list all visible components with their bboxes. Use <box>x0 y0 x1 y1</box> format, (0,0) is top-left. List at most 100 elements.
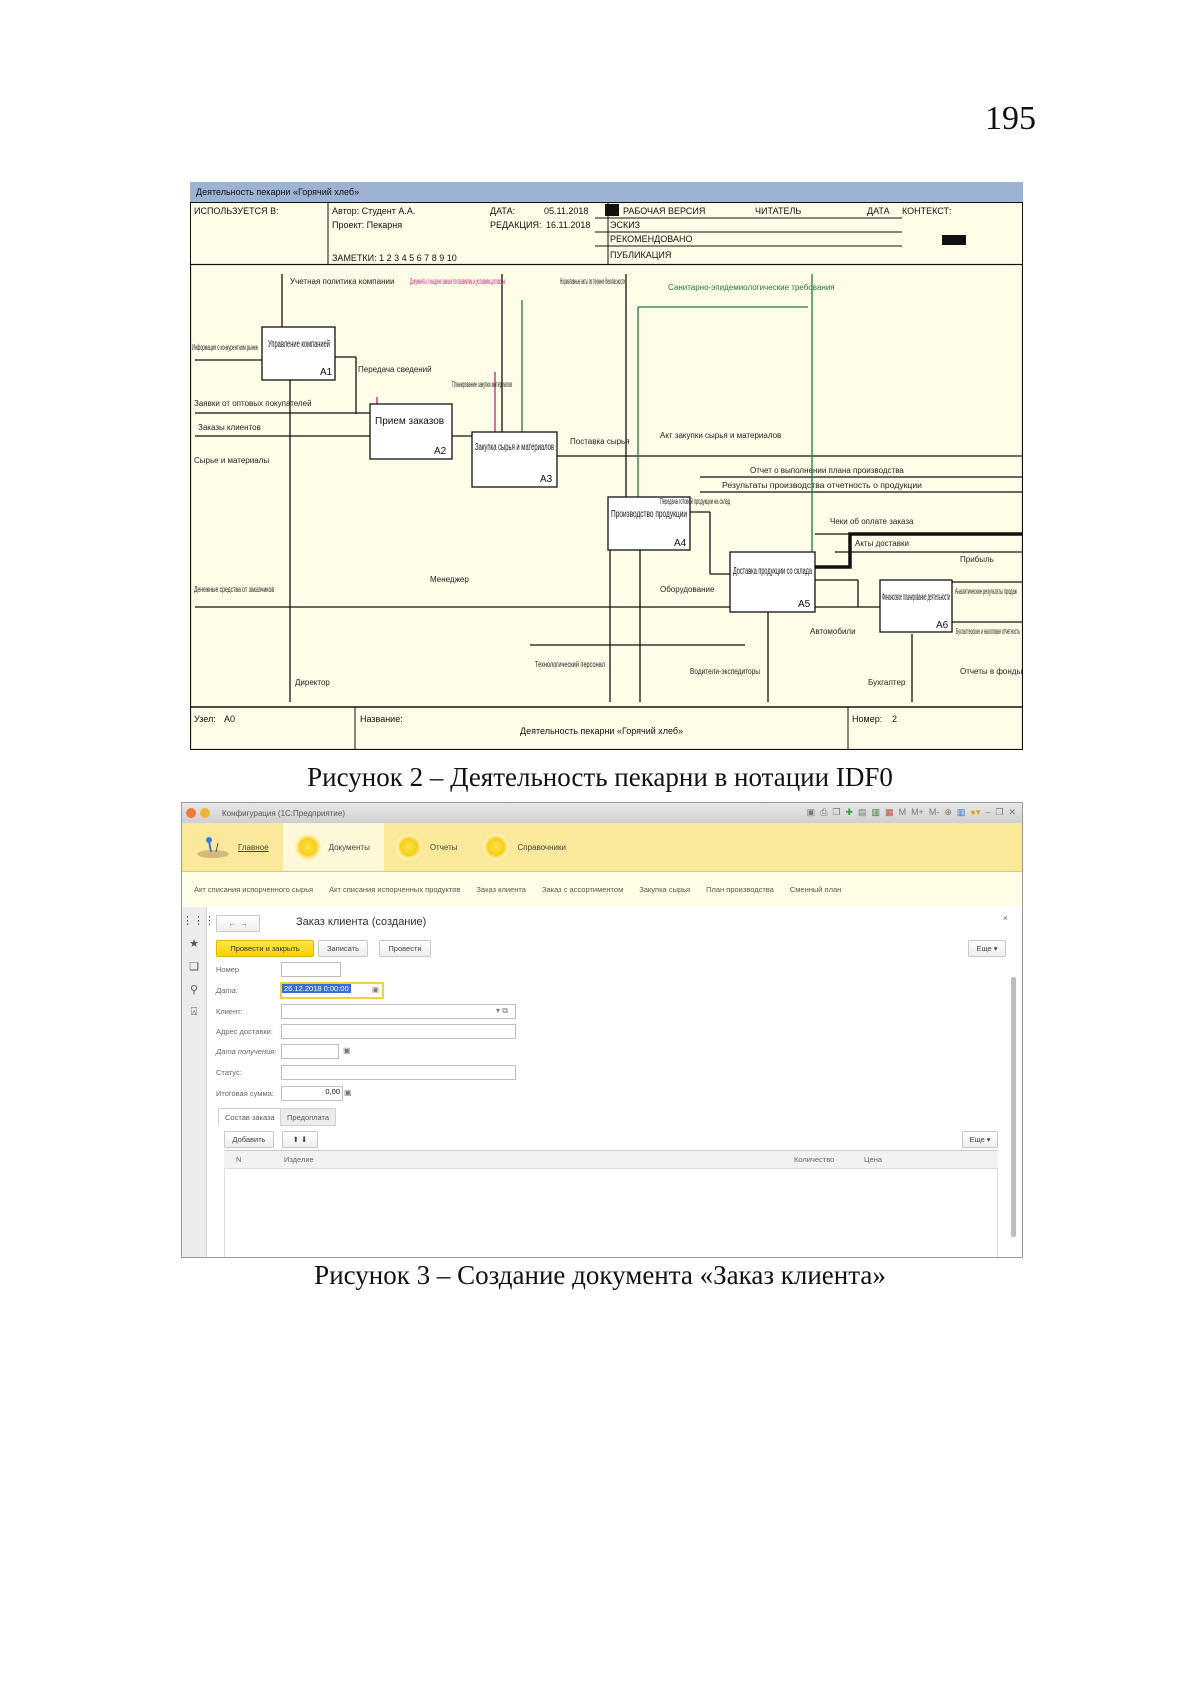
box-a2 <box>369 403 453 460</box>
footer-number-value: 2 <box>892 714 897 724</box>
column-n[interactable]: N <box>236 1155 242 1164</box>
nav-link[interactable]: Заказ клиента <box>476 884 526 894</box>
main-menu-icon[interactable] <box>200 808 210 818</box>
calendar-icon[interactable]: ▦ <box>885 807 894 817</box>
number-label: Номер <box>216 965 240 974</box>
panel-icon[interactable]: ▥ <box>956 807 966 817</box>
more-button[interactable]: Еще ▾ <box>968 940 1006 957</box>
table-more-button[interactable]: Еще ▾ <box>962 1131 998 1148</box>
restore-icon[interactable]: ❐ <box>995 807 1004 817</box>
onec-window: Конфигурация (1С:Предприятие) ▣ ⎙ ❐ ✚ ▤ … <box>181 802 1023 1258</box>
section-documents[interactable]: Документы <box>282 823 384 871</box>
move-down-icon[interactable]: ⬇ <box>301 1135 308 1144</box>
figure-3-caption: Рисунок 3 – Создание документа «Заказ кл… <box>314 1260 886 1290</box>
receive-date-input[interactable] <box>281 1044 339 1059</box>
move-rows-buttons[interactable]: ⬆ ⬇ <box>282 1131 318 1148</box>
post-button[interactable]: Провести <box>379 940 431 957</box>
tab-order-contents[interactable]: Состав заказа <box>218 1108 282 1126</box>
back-forward-buttons[interactable]: ← → <box>216 915 260 932</box>
label-output-profit: Прибыль <box>960 555 994 564</box>
label-output-receipts: Чеки об оплате заказа <box>830 517 914 526</box>
close-icon[interactable]: ✕ <box>1008 807 1016 817</box>
total-sum-label: Итоговая сумма: <box>216 1089 274 1098</box>
status-draft: ЭСКИЗ <box>610 220 640 230</box>
column-product[interactable]: Изделие <box>284 1155 314 1164</box>
label-mech-drivers: Водители-экспедиторы <box>690 667 760 676</box>
minimize-icon[interactable]: – <box>985 807 991 817</box>
move-up-icon[interactable]: ⬆ <box>292 1135 299 1144</box>
label-output-funds: Отчеты в фонды <box>960 667 1022 676</box>
calendar-icon[interactable]: ▣ <box>371 985 379 994</box>
nav-link[interactable]: Акт списания испорченного сырья <box>194 884 314 894</box>
label-control-policy: Учетная политика компании <box>290 277 394 286</box>
tab-prepayment[interactable]: Предоплата <box>280 1108 337 1126</box>
box-a2-label: Прием заказов <box>375 416 444 427</box>
favorites-star-icon[interactable]: ★ <box>189 938 199 950</box>
reader-label: ЧИТАТЕЛЬ <box>755 206 801 216</box>
form-close-icon[interactable]: × <box>1002 913 1008 923</box>
table-body[interactable] <box>224 1168 998 1257</box>
total-sum-input[interactable]: 0,00 <box>281 1086 343 1101</box>
number-input[interactable] <box>281 962 341 977</box>
label-mech-equipment: Оборудование <box>660 585 715 594</box>
m-icon[interactable]: M <box>898 807 907 817</box>
copy-icon[interactable]: ❐ <box>832 807 841 817</box>
form-scrollbar[interactable] <box>1011 977 1016 1237</box>
dropdown-chevron-icon[interactable]: ▾ ⧉ <box>496 1006 508 1015</box>
label-input-orders: Заказы клиентов <box>198 423 261 432</box>
post-and-close-button[interactable]: Провести и закрыть <box>216 940 314 957</box>
table-icon[interactable]: ▥ <box>871 807 881 817</box>
add-icon[interactable]: ✚ <box>845 807 854 817</box>
mplus-icon[interactable]: M+ <box>911 807 924 817</box>
address-input[interactable] <box>281 1024 516 1039</box>
calendar-icon[interactable]: ▣ <box>343 1046 351 1055</box>
notes-field: ЗАМЕТКИ: 1 2 3 4 5 6 7 8 9 10 <box>332 253 457 263</box>
app-logo-icon[interactable] <box>186 808 196 818</box>
label-raw-supply: Поставка сырья <box>570 437 630 446</box>
label-output-plan-report: Отчет о выполнении плана производства <box>750 466 904 475</box>
section-catalogs[interactable]: Справочники <box>471 823 579 871</box>
label-mech-accountant: Бухгалтер <box>868 678 906 687</box>
save-icon[interactable]: ▣ <box>806 807 816 817</box>
label-purchase-act: Акт закупки сырья и материалов <box>660 431 781 440</box>
label-output-analytics: Аналитические результаты продаж <box>955 587 1017 596</box>
box-a6-id: A6 <box>936 620 949 631</box>
form-title: Заказ клиента (создание) <box>296 916 427 928</box>
back-arrow-icon[interactable]: ← <box>228 919 236 928</box>
forward-arrow-icon[interactable]: → <box>240 919 248 928</box>
column-quantity[interactable]: Количество <box>794 1155 835 1164</box>
history-icon[interactable]: ❏ <box>189 961 199 973</box>
search-icon[interactable]: ⚲ <box>189 984 199 996</box>
section-reports[interactable]: Отчеты <box>384 823 472 871</box>
column-price[interactable]: Цена <box>864 1155 883 1164</box>
apps-grid-icon[interactable]: ⋮⋮⋮ <box>182 915 215 927</box>
calculator-icon[interactable]: ▣ <box>344 1088 352 1097</box>
context-label: КОНТЕКСТ: <box>902 206 951 216</box>
notifications-bell-icon[interactable]: ⍓ <box>190 1006 198 1018</box>
nav-link[interactable]: Заказ с ассортиментом <box>541 884 624 894</box>
add-row-button[interactable]: Добавить <box>224 1131 274 1148</box>
box-a3-label: Закупка сырья и материалов <box>475 442 554 453</box>
idef0-canvas: Деятельность пекарни «Горячий хлеб» ИСПО… <box>190 182 1023 750</box>
status-input[interactable] <box>281 1065 516 1080</box>
print-icon[interactable]: ⎙ <box>820 807 828 817</box>
section-documents-label: Документы <box>328 842 370 852</box>
doc-icon[interactable]: ▤ <box>858 807 867 817</box>
status-marker <box>605 204 619 216</box>
nav-link[interactable]: Акт списания испорченных продуктов <box>329 884 461 894</box>
client-input[interactable] <box>281 1004 516 1019</box>
client-label: Клиент: <box>216 1007 243 1016</box>
nav-link[interactable]: Сменный план <box>789 884 842 894</box>
date-input[interactable]: 26.12.2018 0:00:00▣ <box>280 982 384 999</box>
section-main[interactable]: Главное <box>182 823 283 871</box>
label-input-market: Информация о конкурентном рынке <box>192 343 258 352</box>
box-a4-label: Производство продукции <box>611 509 687 520</box>
nav-link[interactable]: Закупка сырья <box>639 884 691 894</box>
project-field: Проект: Пекарня <box>332 220 402 230</box>
reader-marker <box>942 235 966 245</box>
zoom-icon[interactable]: ⊕ <box>944 807 952 817</box>
write-button[interactable]: Записать <box>318 940 368 957</box>
nav-link[interactable]: План производства <box>706 884 774 894</box>
mminus-icon[interactable]: M- <box>928 807 940 817</box>
info-icon[interactable]: ●▾ <box>970 807 981 817</box>
